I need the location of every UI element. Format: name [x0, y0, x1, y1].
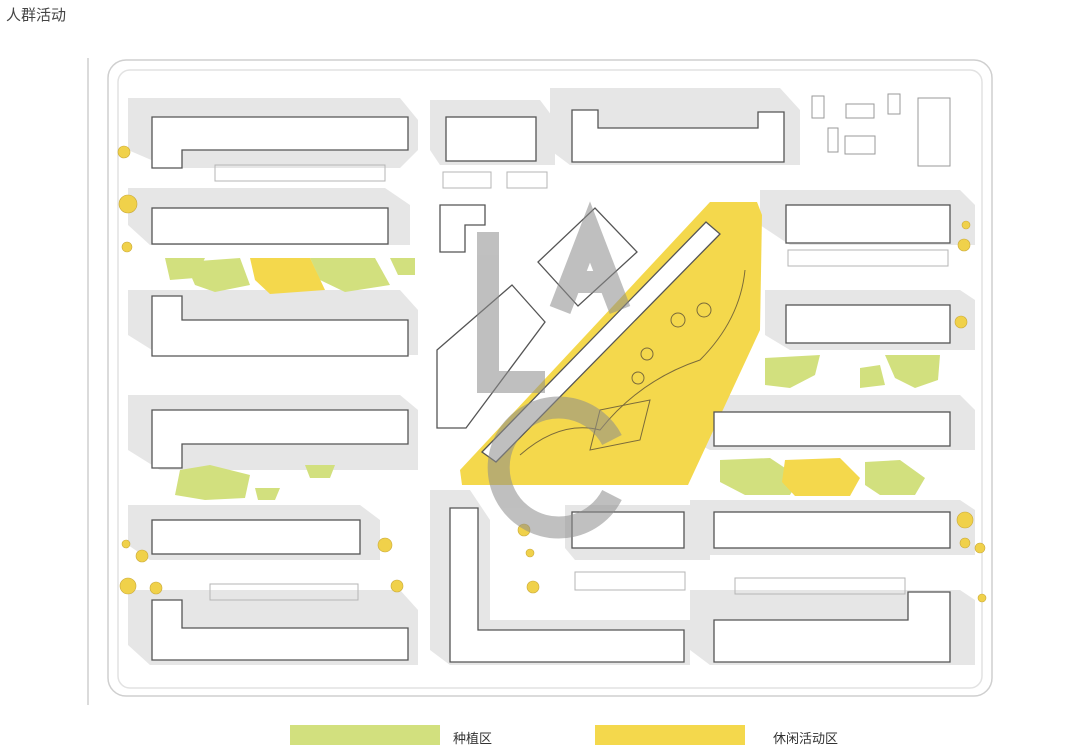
activity-nodes — [117, 145, 987, 603]
watermark — [477, 201, 631, 539]
annex-structures — [811, 93, 951, 167]
site-plan-map — [87, 58, 993, 705]
parking-rows — [209, 164, 949, 601]
planting-zones — [165, 258, 940, 500]
legend: 种植区 休闲活动区 — [0, 725, 1080, 749]
legend-label-activity: 休闲活动区 — [773, 732, 839, 747]
plaza-paths — [519, 269, 746, 456]
legend-label-planting: 种植区 — [453, 732, 493, 747]
road-network — [87, 58, 993, 705]
legend-swatch-activity — [595, 725, 745, 745]
legend-swatch-planting — [290, 725, 440, 745]
page-title: 人群活动 — [6, 6, 67, 24]
